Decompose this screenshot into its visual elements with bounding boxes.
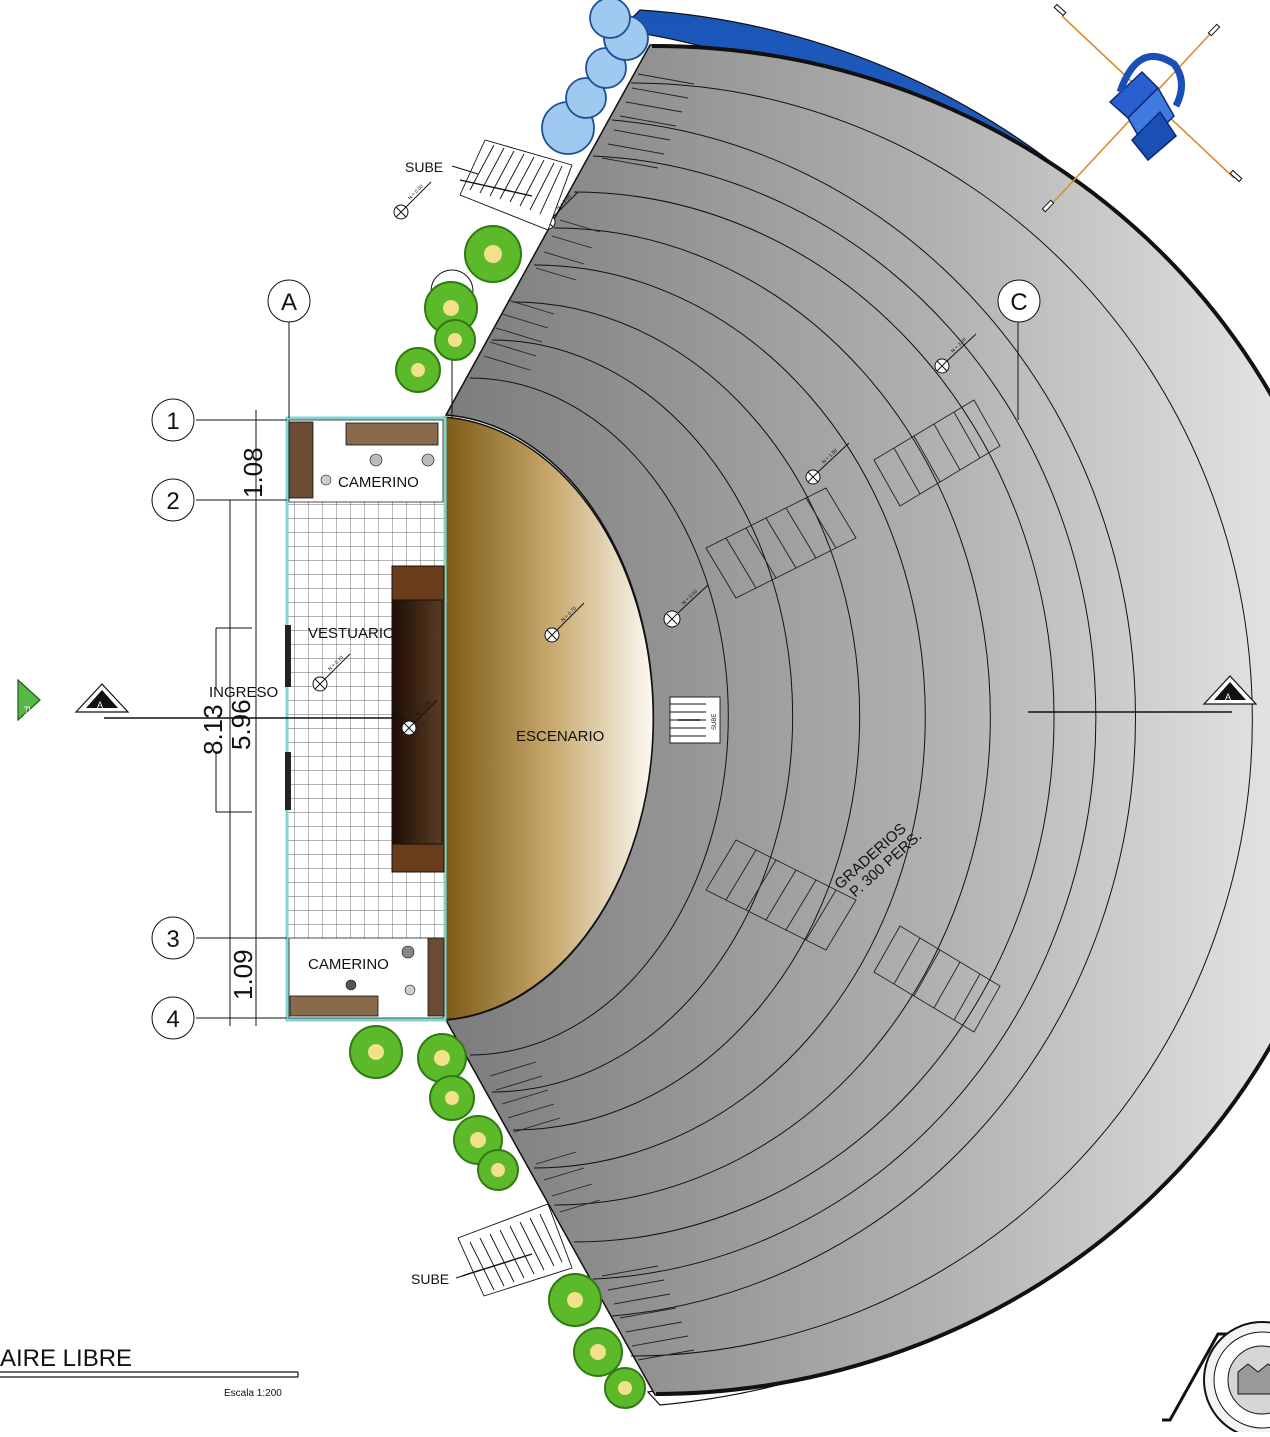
level-marker-icon (805, 442, 850, 485)
university-seal-icon (1162, 1321, 1270, 1437)
section-right-label: A (1225, 692, 1231, 702)
section-line (104, 711, 1232, 719)
level-markers (312, 181, 977, 736)
axis-label-c: C (1010, 289, 1027, 316)
sube-top-label: SUBE (405, 159, 443, 175)
tree-icon (573, 1327, 623, 1377)
vegetation (349, 0, 649, 1409)
plan-scale: Escala 1:200 (224, 1388, 282, 1399)
title-underline (0, 1371, 299, 1378)
entry-stairs-top (459, 139, 573, 231)
dimension-1-09: 1.09 (228, 949, 258, 1000)
level-marker-icon (544, 602, 585, 643)
graderios-stands (444, 9, 1270, 1406)
axis-label-2: 2 (166, 488, 179, 515)
stage-stairs-label: SUBE (712, 714, 718, 730)
tree-icon (477, 1149, 519, 1191)
tree-icon (434, 319, 476, 361)
tree-icon (464, 225, 522, 283)
section-left-label: A (97, 700, 103, 710)
camerino-bottom-label: CAMERINO (308, 956, 389, 973)
shrub-icon (541, 0, 649, 155)
level-marker-icon (393, 181, 432, 220)
camerino-top-label: CAMERINO (338, 474, 419, 491)
axis-bubble-a (267, 279, 311, 323)
level-text-1: N + 0.00 (407, 184, 425, 202)
vestuario-label: VESTUARIO (308, 625, 395, 642)
stage-stairs (669, 696, 721, 744)
tree-icon (417, 1033, 467, 1083)
aisle-steps (483, 73, 1001, 1361)
escenario-label: ESCENARIO (516, 728, 604, 745)
level-marker-icon (663, 584, 709, 628)
level-marker-icon (934, 333, 977, 374)
dimension-1-08: 1.08 (238, 447, 268, 498)
tree-icon (349, 1025, 403, 1079)
axis-bubble-4 (151, 996, 195, 1040)
tree-icon (604, 1367, 646, 1409)
tree-icon (395, 347, 441, 393)
dimension-8-13: 8.13 (198, 704, 228, 755)
tree-icon (429, 1075, 475, 1121)
axis-bubble-c (997, 279, 1041, 323)
tree-icon (424, 281, 478, 335)
north-arrow-icon (1041, 3, 1243, 213)
section-marker-icon (74, 683, 130, 713)
seating-rows (469, 82, 1253, 1357)
axis-bubble-1 (151, 398, 195, 442)
level-marker-icon (312, 653, 351, 692)
escenario-stage (443, 416, 654, 1021)
axis-bubble-2 (151, 478, 195, 522)
section-marker-icon (1202, 675, 1258, 705)
axis-label-4: 4 (166, 1006, 179, 1033)
sube-bottom-label: SUBE (411, 1271, 449, 1287)
axis-label-3: 3 (166, 926, 179, 953)
dimension-5-96: 5.96 (226, 699, 256, 750)
backstage-building (285, 416, 447, 1022)
ingreso-label: INGRESO (209, 684, 278, 701)
axis-bubble-3 (151, 916, 195, 960)
axis-label-a: A (281, 289, 297, 316)
tree-icon (548, 1273, 602, 1327)
level-marker-icon (401, 699, 438, 736)
plan-title: AIRE LIBRE (0, 1345, 132, 1372)
stands-rim (651, 43, 1270, 1396)
axis-label-1: 1 (166, 408, 179, 435)
elevation-marker-label: F-1 (22, 706, 31, 719)
elevation-marker-icon (17, 678, 41, 722)
